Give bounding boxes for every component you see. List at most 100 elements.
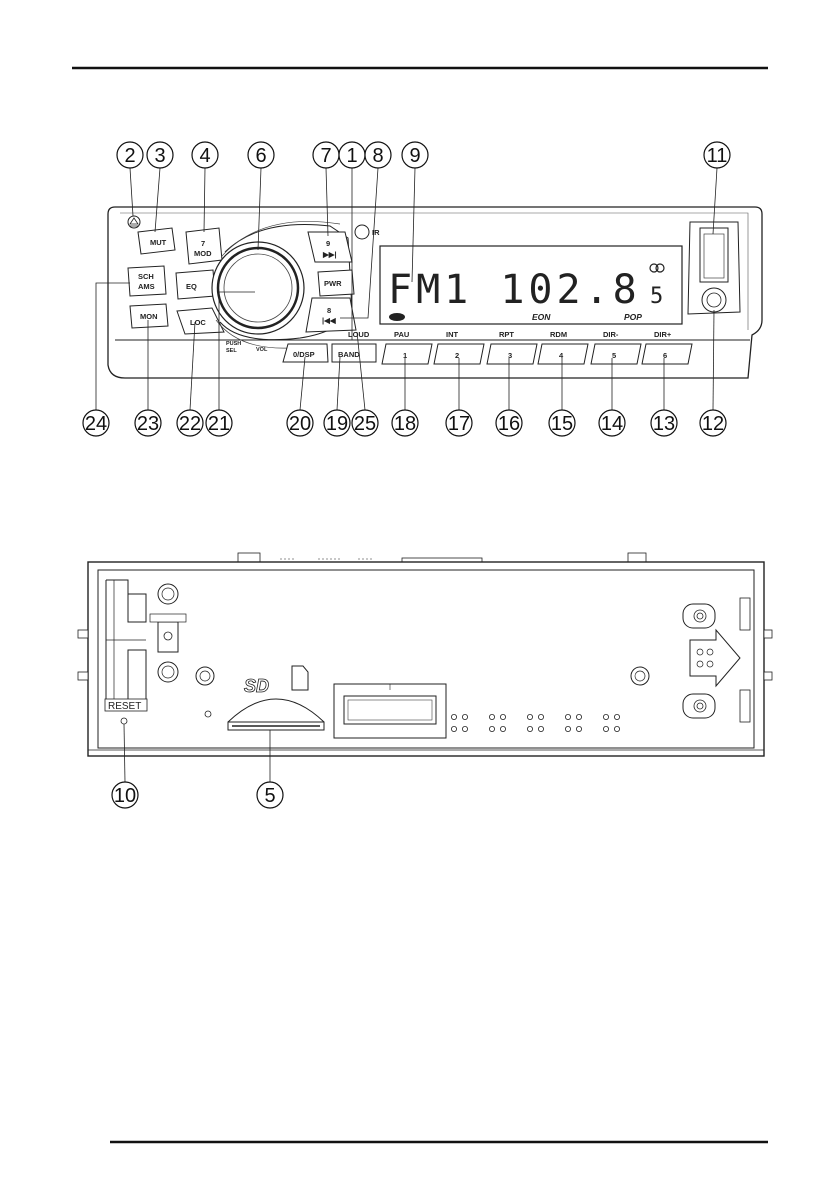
callout-number: 11 [707,145,728,167]
reset-button[interactable]: RESET [104,698,148,725]
eon-indicator: EON [532,312,551,322]
callout-number: 1 [346,145,357,167]
callout-number: 24 [85,413,107,435]
pin-hole [603,714,610,721]
next-number-label: 9 [326,239,330,248]
sch-ams-button[interactable]: SCH AMS [127,265,167,297]
sd-card-slot: SD [227,665,325,731]
push-label: PUSH [226,341,241,347]
preset-number-label: 6 [663,351,667,360]
callout-20: 20 [286,409,314,437]
sel-label: SEL [226,348,237,354]
callout-number: 20 [289,413,311,435]
callout-23: 23 [134,409,162,437]
mon-label: MON [140,312,158,321]
callout-number: 4 [199,145,210,167]
callout-number: 15 [551,413,573,435]
prev-number-label: 8 [327,306,331,315]
preset-function-label: RPT [499,330,514,339]
band-button[interactable]: BAND [331,343,377,363]
pin-hole [603,726,610,733]
disp-button[interactable]: 0/DSP [282,343,329,363]
callout-15: 15 [548,409,576,437]
mount-screw-bottom [682,693,716,719]
preset-number-label: 3 [508,351,512,360]
callout-21: 21 [205,409,233,437]
lcd-side-char: 5 [650,284,663,309]
mod-button[interactable]: 7 MOD [185,227,223,265]
mon-button[interactable]: MON [129,303,169,329]
callout-number: 2 [124,145,135,167]
callout-17: 17 [445,409,473,437]
callout-12: 12 [699,409,727,437]
preset-button-6[interactable]: 6 [641,343,693,365]
callout-number: 23 [137,413,159,435]
pin-hole [461,714,468,721]
eq-button[interactable]: EQ [175,269,216,300]
preset-number-label: 5 [612,351,616,360]
callout-16: 16 [495,409,523,437]
preset-number-label: 2 [455,351,459,360]
pin-hole [527,726,534,733]
eject-button[interactable] [127,215,141,229]
callout-number: 6 [255,145,266,167]
reset-label: RESET [108,701,141,712]
loc-button[interactable]: LOC [176,307,225,335]
volume-knob[interactable] [211,241,305,335]
preset-button-5[interactable]: 5 [590,343,642,365]
callout-1: 1 [338,141,366,169]
callout-number: 9 [409,145,420,167]
sd-logo: SD [244,676,269,696]
callout-13: 13 [650,409,678,437]
preset-number-label: 4 [559,351,564,360]
callout-number: 18 [394,413,416,435]
mount-screw-top [682,603,716,629]
preset-button-2[interactable]: 2 [433,343,485,365]
callout-9: 9 [401,141,429,169]
callout-number: 12 [702,413,724,435]
preset-button-4[interactable]: 4 [537,343,589,365]
pin-hole [527,714,534,721]
callout-2: 2 [116,141,144,169]
mut-label: MUT [150,238,167,247]
preset-button-3[interactable]: 3 [486,343,538,365]
callout-number: 21 [208,413,230,435]
preset-button-1[interactable]: 1 [381,343,433,365]
next-track-icon: ▶▶| [322,250,337,259]
ams-label: AMS [138,282,155,291]
next-track-button[interactable]: 9 ▶▶| [307,231,353,263]
pin-hole [576,714,583,721]
pin-hole [614,726,621,733]
preset-function-label: DIR+ [654,330,672,339]
pin-hole [614,714,621,721]
pwr-button[interactable]: PWR [317,269,355,297]
pin-hole [450,714,457,721]
disp-label: 0/DSP [293,350,315,359]
callout-18: 18 [391,409,419,437]
callout-number: 22 [179,413,201,435]
callout-11: 11 [703,141,731,169]
callout-number: 14 [601,413,623,435]
callout-number: 3 [154,145,165,167]
pin-hole [538,714,545,721]
prev-track-button[interactable]: 8 |◀◀ [305,297,357,333]
callout-14: 14 [598,409,626,437]
callout-7: 7 [312,141,340,169]
callout-number: 19 [326,413,348,435]
disc-icon [389,313,405,321]
pin-hole [488,726,495,733]
front-panel-inner-outline [120,212,749,330]
front-leader-lines [95,167,718,411]
direction-arrow-icon [689,628,741,688]
callout-8: 8 [364,141,392,169]
pin-hole [576,726,583,733]
back-panel: RESET SD [77,552,773,757]
mod-label: MOD [194,249,212,258]
mut-button[interactable]: MUT [137,227,176,255]
aux-jack[interactable] [701,287,727,313]
pin-hole [499,726,506,733]
